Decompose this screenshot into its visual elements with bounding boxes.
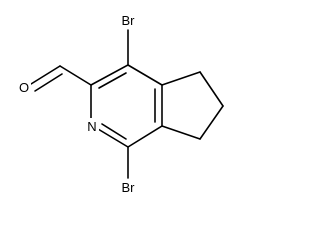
bromine-top-label: Br (122, 13, 136, 28)
bond-c3-cho (59, 65, 92, 86)
bond-c1-n2-inner (101, 123, 127, 140)
bond-lines (30, 29, 224, 179)
bond-c3-c4 (90, 64, 129, 86)
bond-c4-c4a (127, 64, 163, 86)
bond-c7a-c1 (127, 125, 163, 148)
bromine-bottom-label: Br (122, 180, 136, 195)
bond-cho-o-inner (34, 73, 63, 92)
bond-c4a-c5 (161, 71, 201, 86)
nitrogen-label: N (87, 119, 96, 134)
bond-c6-c7 (199, 105, 224, 140)
bond-c7-c7a (161, 125, 201, 140)
oxygen-label: O (19, 80, 29, 95)
chemical-structure: Br Br O N (17, 12, 224, 195)
bond-c5-c6 (199, 71, 224, 107)
atom-labels: Br Br O N (17, 12, 137, 195)
bond-cho-o (30, 65, 61, 85)
bond-c3-c4-inner (98, 72, 127, 89)
bond-c1-n2 (97, 128, 129, 148)
